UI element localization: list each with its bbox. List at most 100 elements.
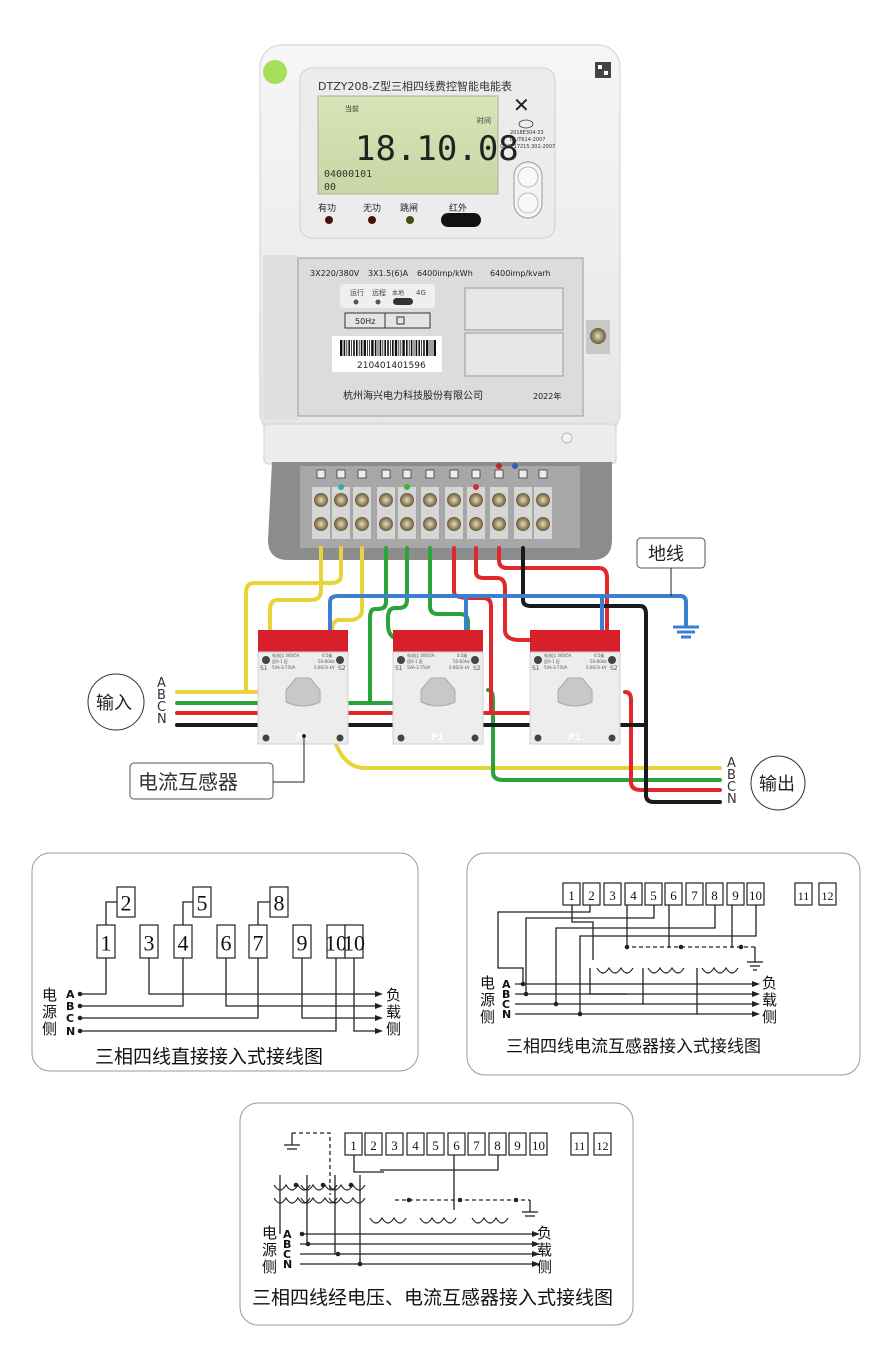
ground-callout: 地线 [636,537,706,596]
ct-s2-label: S2 [338,665,346,672]
lcd-label-current: 当前 [345,104,359,113]
ct-coil-icon [596,966,634,974]
ct-callout: 电流互感器 [129,734,306,800]
voltage-screw-icon [518,469,528,479]
terminal-s1-icon [397,656,405,664]
output-phase-n: N [727,792,737,807]
terminal-number: 8 [494,1138,501,1153]
terminal-box [364,1132,383,1156]
terminal-number: 3 [144,931,155,956]
barcode-bar [351,340,352,356]
wire-ground [328,594,688,642]
ct-plate-text: 50-60Hz [453,659,470,664]
phase-label-a: A [283,1228,292,1241]
barcode-bar [398,340,400,356]
frequency-label: 50Hz [355,317,375,326]
terminal-number: 12 [597,1139,609,1153]
arrow-icon [532,1241,540,1247]
indicator-label-infrared: 红外 [449,202,467,214]
brand-logo-icon: ✕ [513,93,530,117]
terminal-number: 5 [650,888,657,903]
output-label: 输出 [759,774,795,795]
terminal-number: 2 [370,1138,377,1153]
wire-c-3 [497,546,609,642]
terminal-number: 5 [197,890,208,915]
wire-a-out [333,740,722,770]
junction-dot [738,944,744,950]
terminal-box [726,882,745,906]
load-side-label: 侧 [537,1258,552,1276]
phase-label-a: A [502,978,511,991]
terminal-screw-icon [423,493,437,507]
arrow-icon [375,1003,383,1009]
input-phase-a: A [157,676,166,691]
barcode-bar [400,340,402,356]
terminal-screw-icon [516,517,530,531]
wire-n-meter [521,546,722,804]
barcode-number: 210401401596 [357,361,426,371]
barcode-bar [343,340,346,356]
ct-plate-text: 电流比 300/5A [544,652,572,658]
terminal-box [426,1132,445,1156]
ct-window [285,677,321,707]
terminal-number: 3 [391,1138,398,1153]
ct-plate-text: 0.5级 [594,652,604,658]
arrow-icon [532,1261,540,1267]
phase-label-a: A [66,988,75,1001]
terminal-box [794,882,813,906]
ground-icon [673,625,699,639]
terminal-s1-icon [534,656,542,664]
phase-label-b: B [502,988,510,1001]
arrow-icon [752,981,760,987]
spec-imp-kvarh: 6400imp/kvarh [490,269,551,278]
terminal-box [406,1132,425,1156]
terminal-number: 4 [178,931,189,956]
junction-dot [335,1251,341,1257]
barcode-bar [406,340,408,356]
barcode-bar [371,340,374,356]
page-down-button[interactable] [517,192,539,214]
voltage-screw-icon [471,469,481,479]
terminal-screw-icon [355,493,369,507]
phase-dot-icon [404,484,410,490]
source-side-label: 电 [480,974,495,992]
arrow-icon [532,1251,540,1257]
comm-remote-label: 远程 [372,288,386,297]
barcode-bar [433,340,436,356]
junction-dot [293,1182,299,1188]
junction-dot [406,1197,412,1203]
junction-dot [577,1011,583,1017]
page-up-button[interactable] [517,166,539,188]
terminal-box [467,1132,486,1156]
terminal-number: 8 [711,888,718,903]
lcd-display [317,95,499,195]
terminal-screw-icon [423,517,437,531]
manufacture-year: 2022年 [533,391,561,401]
terminal-number: 10 [532,1138,545,1153]
source-side-label: 侧 [480,1008,495,1026]
ct-coil-icon [369,1216,407,1224]
terminal-number: 6 [670,888,677,903]
voltage-screw-icon [316,469,326,479]
terminal-screw-icon [355,517,369,531]
voltage-screw-icon [494,469,504,479]
terminal-number: 7 [473,1138,480,1153]
pa-mark-icon [518,119,534,129]
ct-coil-icon [471,1216,509,1224]
terminal-number: 7 [253,931,264,956]
arrow-icon [375,991,383,997]
terminal-screw-icon [447,493,461,507]
terminal-screw-icon [536,517,550,531]
junction-dot [678,944,684,950]
terminal-number: 9 [514,1138,521,1153]
cert-2: DL/T614-2007 [510,137,545,143]
terminal-box [593,1132,612,1156]
terminal-box [582,882,601,906]
led-trip-icon [406,216,414,224]
barcode-bar [340,340,343,356]
voltage-screw-icon [449,469,459,479]
source-side-label: 侧 [42,1020,57,1038]
input-phase-n: N [157,712,167,727]
comm-net-label: 4G [416,289,426,297]
